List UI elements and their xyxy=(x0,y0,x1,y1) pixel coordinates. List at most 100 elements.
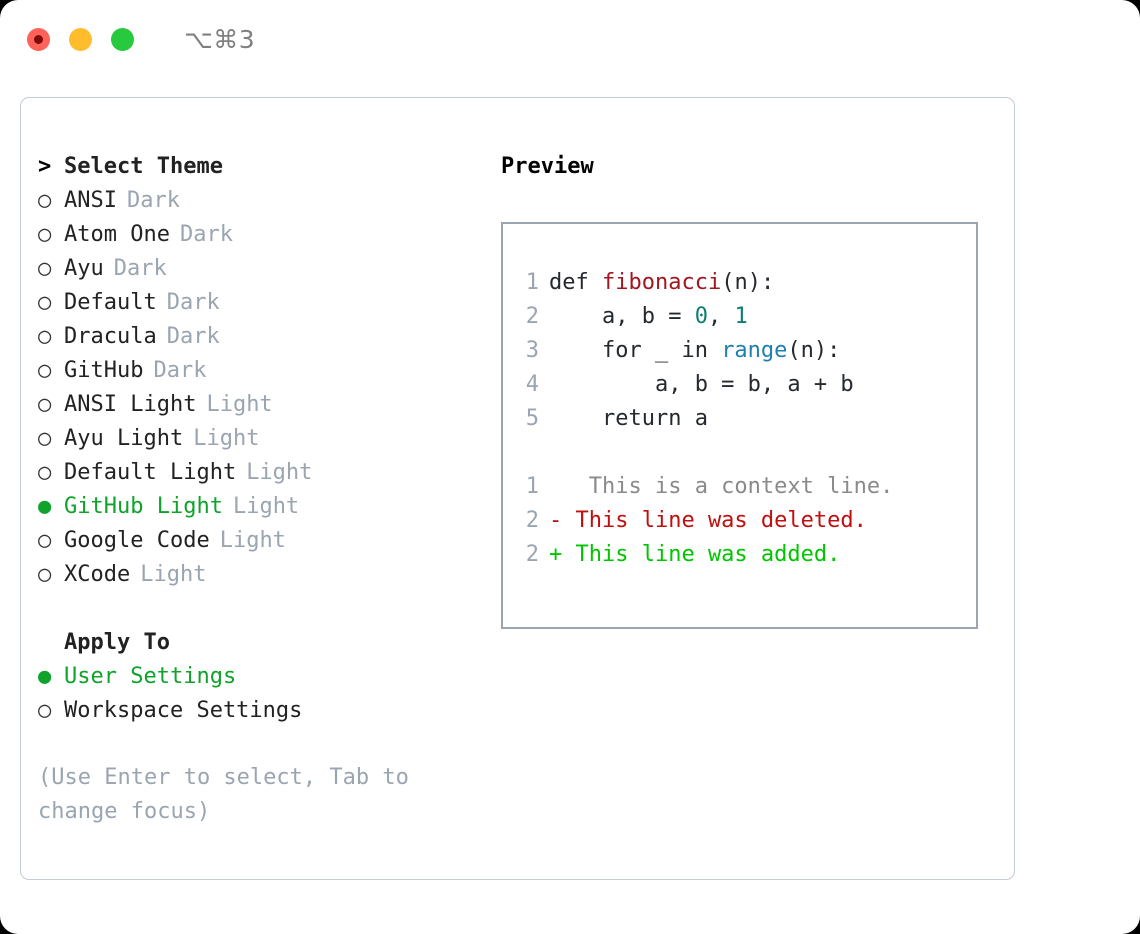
code-token-plain: (n): xyxy=(787,338,841,363)
radio-selected-icon: ● xyxy=(38,664,52,689)
code-token-builtin: range xyxy=(721,338,788,363)
close-button-icon[interactable] xyxy=(27,27,50,51)
theme-variant-tag: Dark xyxy=(153,358,207,383)
option-label: User Settings xyxy=(64,664,237,689)
code-token-plain: for _ in xyxy=(549,338,722,363)
line-number: 3 xyxy=(525,338,539,363)
radio-unselected-icon: ○ xyxy=(38,188,52,213)
radio-selected-icon: ● xyxy=(38,494,52,519)
radio-unselected-icon: ○ xyxy=(38,256,52,281)
code-token-plain: def xyxy=(549,270,602,295)
diff-text: This is a context line. xyxy=(549,474,894,499)
option-label: Workspace Settings xyxy=(64,698,303,723)
code-token-num: 1 xyxy=(734,304,748,329)
option-label: Default xyxy=(64,290,157,315)
option-label: ANSI xyxy=(64,188,117,213)
prompt-caret-icon: > xyxy=(38,154,52,179)
radio-unselected-icon: ○ xyxy=(38,698,52,723)
keyboard-shortcut-label: ⌥⌘3 xyxy=(184,24,256,54)
apply-to-option-user-settings[interactable]: ● User Settings xyxy=(38,660,488,694)
preview-title: Preview xyxy=(501,154,594,179)
theme-option-dracula[interactable]: ○ Dracula Dark xyxy=(38,320,488,354)
apply-to-header: Apply To xyxy=(38,626,488,660)
theme-variant-tag: Dark xyxy=(179,222,233,247)
code-token-plain: a, b = b, a + b xyxy=(549,372,854,397)
minimize-button-icon[interactable] xyxy=(69,27,92,51)
code-line: 5 return a xyxy=(517,402,976,436)
title-bar: ⌥⌘3 xyxy=(0,0,1140,78)
option-label: Default Light xyxy=(64,460,237,485)
option-label: Google Code xyxy=(64,528,210,553)
diff-text: + This line was added. xyxy=(549,542,841,567)
diff-sample: 1 This is a context line. 2 - This line wa… xyxy=(517,470,976,572)
code-line: 2 a, b = 0, 1 xyxy=(517,300,976,334)
radio-unselected-icon: ○ xyxy=(38,222,52,247)
radio-unselected-icon: ○ xyxy=(38,528,52,553)
help-line-2: change focus) xyxy=(38,799,211,824)
code-line: 4 a, b = b, a + b xyxy=(517,368,976,402)
code-token-func: fibonacci xyxy=(601,270,722,295)
help-line-1: (Use Enter to select, Tab to xyxy=(38,765,409,790)
code-line: 1 def fibonacci(n): xyxy=(517,266,976,300)
option-label: Ayu Light xyxy=(64,426,184,451)
code-token-num: 0 xyxy=(694,304,708,329)
diff-line-del: 2 - This line was deleted. xyxy=(517,504,976,538)
radio-unselected-icon: ○ xyxy=(38,562,52,587)
code-token-plain: , xyxy=(707,304,735,329)
option-label: ANSI Light xyxy=(64,392,197,417)
theme-list-header: > Select Theme xyxy=(38,150,488,184)
theme-option-ayu[interactable]: ○ Ayu Dark xyxy=(38,252,488,286)
theme-variant-tag: Light xyxy=(246,460,313,485)
option-label: Atom One xyxy=(64,222,170,247)
apply-to-header-marker-icon xyxy=(38,626,64,660)
option-label: GitHub xyxy=(64,358,144,383)
section-title: Apply To xyxy=(64,630,170,655)
recording-dot-icon xyxy=(34,34,43,44)
theme-variant-tag: Light xyxy=(219,528,286,553)
theme-variant-tag: Dark xyxy=(126,188,180,213)
option-label: Ayu xyxy=(64,256,104,281)
radio-unselected-icon: ○ xyxy=(38,358,52,383)
theme-option-google-code[interactable]: ○ Google Code Light xyxy=(38,524,488,558)
line-number: 2 xyxy=(525,542,539,567)
maximize-button-icon[interactable] xyxy=(111,27,134,51)
list-spacer xyxy=(38,592,488,626)
code-gap xyxy=(517,436,976,470)
help-text: (Use Enter to select, Tab to change focu… xyxy=(38,761,458,829)
theme-option-atom-one[interactable]: ○ Atom One Dark xyxy=(38,218,488,252)
section-title: Select Theme xyxy=(64,154,223,179)
option-label: XCode xyxy=(64,562,131,587)
apply-to-list[interactable]: Apply To ● User Settings ○ Workspace Setting… xyxy=(38,626,488,728)
theme-variant-tag: Dark xyxy=(113,256,167,281)
theme-variant-tag: Light xyxy=(206,392,273,417)
line-number: 4 xyxy=(525,372,539,397)
diff-line-context: 1 This is a context line. xyxy=(517,470,976,504)
theme-variant-tag: Light xyxy=(232,494,300,519)
option-label: Dracula xyxy=(64,324,157,349)
theme-option-github[interactable]: ○ GitHub Dark xyxy=(38,354,488,388)
theme-variant-tag: Light xyxy=(193,426,260,451)
diff-text: - This line was deleted. xyxy=(549,508,867,533)
apply-to-option-workspace-settings[interactable]: ○ Workspace Settings xyxy=(38,694,488,728)
theme-option-ansi[interactable]: ○ ANSI Dark xyxy=(38,184,488,218)
code-token-plain: (n): xyxy=(721,270,775,295)
code-token-plain: return a xyxy=(549,406,708,431)
radio-unselected-icon: ○ xyxy=(38,324,52,349)
line-number: 5 xyxy=(525,406,539,431)
line-number: 2 xyxy=(525,508,539,533)
theme-variant-tag: Dark xyxy=(166,324,220,349)
line-number: 1 xyxy=(525,270,539,295)
theme-variant-tag: Dark xyxy=(166,290,220,315)
